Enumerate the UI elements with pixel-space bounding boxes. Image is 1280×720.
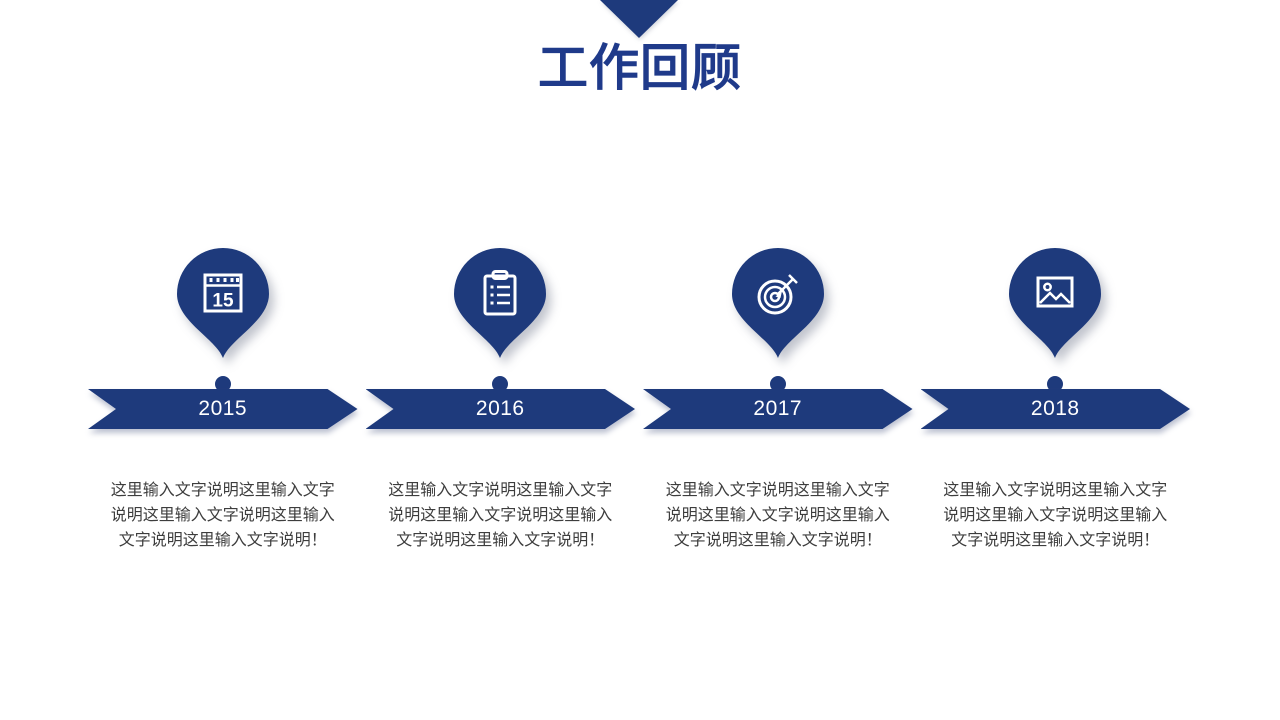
map-pin-2018 [1009, 248, 1102, 358]
milestone-2018: 2018 这里输入文字说明这里输入文字说明这里输入文字说明这里输入文字说明这里输… [921, 240, 1191, 710]
map-pin-2017 [731, 248, 824, 358]
milestone-2015: 15 2015 这里输入文字说明这里输入文字说明这里输入文字说明这里输入文字说明… [88, 240, 358, 710]
top-triangle-decoration [600, 0, 678, 38]
calendar-icon: 15 [176, 248, 269, 358]
timeline-node-dot [1047, 376, 1064, 392]
clipboard-icon [454, 248, 547, 358]
year-arrow-2016: 2016 [366, 389, 636, 429]
year-label: 2017 [753, 397, 803, 420]
timeline-node-dot [769, 376, 786, 392]
target-icon [731, 248, 824, 358]
year-arrow-2017: 2017 [643, 389, 913, 429]
year-label: 2015 [198, 397, 248, 420]
milestone-description: 这里输入文字说明这里输入文字说明这里输入文字说明这里输入文字说明这里输入文字说明… [110, 482, 335, 549]
year-arrow-2015: 2015 [88, 389, 358, 429]
page-title: 工作回顾 [538, 40, 742, 96]
timeline-node-dot [492, 376, 509, 392]
milestone-2016: 2016 这里输入文字说明这里输入文字说明这里输入文字说明这里输入文字说明这里输… [366, 240, 636, 710]
year-label: 2018 [1030, 397, 1080, 420]
year-arrow-2018: 2018 [921, 389, 1191, 429]
timeline: 15 2015 这里输入文字说明这里输入文字说明这里输入文字说明这里输入文字说明… [88, 240, 1190, 710]
milestone-2017: 2017 这里输入文字说明这里输入文字说明这里输入文字说明这里输入文字说明这里输… [643, 240, 913, 710]
year-label: 2016 [475, 397, 525, 420]
map-pin-2016 [454, 248, 547, 358]
timeline-node-dot [214, 376, 231, 392]
map-pin-2015: 15 [176, 248, 269, 358]
milestone-description: 这里输入文字说明这里输入文字说明这里输入文字说明这里输入文字说明这里输入文字说明… [943, 482, 1168, 549]
picture-icon [1009, 248, 1102, 358]
calendar-day-label: 15 [212, 291, 234, 312]
milestone-description: 这里输入文字说明这里输入文字说明这里输入文字说明这里输入文字说明这里输入文字说明… [388, 482, 613, 549]
milestone-description: 这里输入文字说明这里输入文字说明这里输入文字说明这里输入文字说明这里输入文字说明… [665, 482, 890, 549]
